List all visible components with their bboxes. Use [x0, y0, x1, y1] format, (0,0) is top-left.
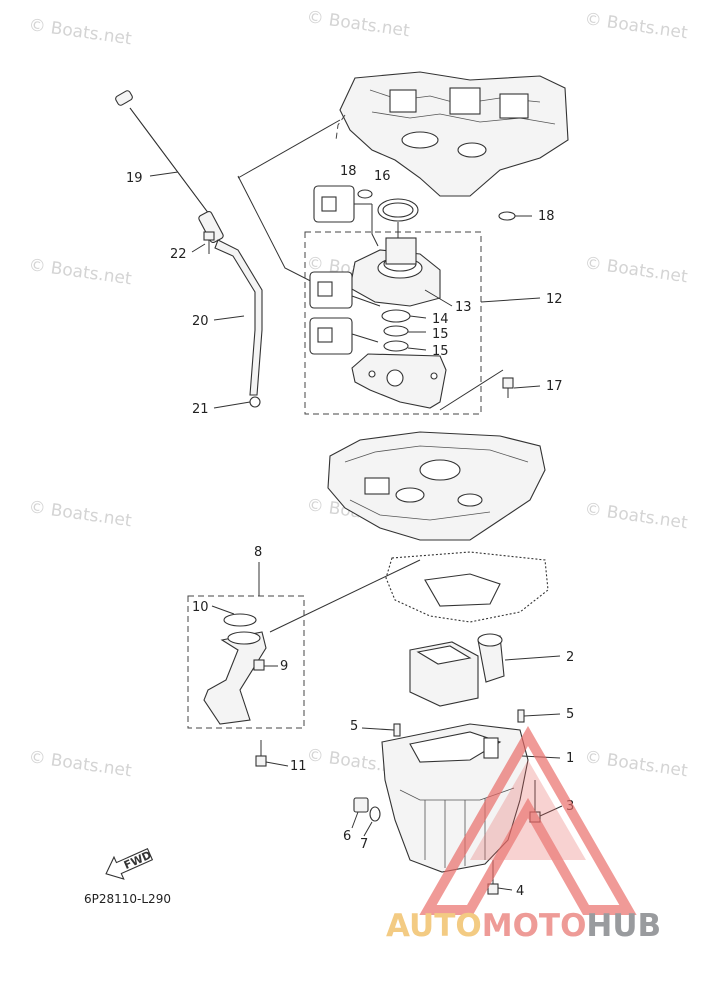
upper-casing — [327, 431, 546, 541]
dipstick-19 — [115, 90, 341, 244]
fwd-label: FWD — [122, 848, 154, 872]
exhaust-guide-13 — [349, 237, 441, 307]
oil-pan-1 — [381, 723, 529, 873]
sealant-indicators — [309, 185, 381, 355]
callout-11: 11 — [290, 759, 307, 774]
watermark: © Boats.net — [27, 255, 133, 289]
callout-21: 21 — [192, 402, 209, 417]
watermark: © Boats.net — [27, 497, 133, 531]
watermark: © Boats.net — [583, 253, 689, 287]
exhaust-cover — [351, 353, 447, 409]
watermark: © Boats.net — [27, 747, 133, 781]
drain-plug-6 — [353, 797, 369, 813]
seal-15 — [383, 325, 409, 352]
watermark: © Boats.net — [583, 9, 689, 43]
bolt-17 — [439, 369, 514, 411]
seal-14 — [381, 309, 411, 323]
callout-13: 13 — [455, 300, 472, 315]
callout-7: 7 — [360, 837, 368, 852]
gasket-16 — [377, 198, 419, 238]
callout-2: 2 — [566, 650, 574, 665]
callout-17: 17 — [546, 379, 563, 394]
callout-20: 20 — [192, 314, 209, 329]
oil-strainer-assembly — [203, 613, 267, 725]
leader-lines — [149, 171, 563, 891]
strainer-2 — [409, 633, 561, 707]
gasket-7 — [369, 806, 381, 822]
watermark: © Boats.net — [583, 747, 689, 781]
callout-4: 4 — [516, 884, 524, 899]
callout-19: 19 — [126, 171, 143, 186]
oil-pan-gasket — [269, 551, 549, 633]
bolt-11 — [255, 740, 267, 767]
callout-10: 10 — [192, 600, 209, 615]
callout-6: 6 — [343, 829, 351, 844]
fwd-arrow-icon: FWD — [105, 848, 154, 880]
assembly-box-8 — [187, 595, 305, 729]
callout-22: 22 — [170, 247, 187, 262]
callout-1: 1 — [566, 751, 574, 766]
callout-12: 12 — [546, 292, 563, 307]
callout-18: 18 — [340, 164, 357, 179]
callout-labels: 19 22 20 21 18 16 18 12 13 14 15 15 17 8… — [126, 164, 574, 899]
automotohub-logo: AUTOMOTOHUB — [386, 725, 661, 944]
callout-8: 8 — [254, 545, 262, 560]
watermark: © Boats.net — [27, 15, 133, 49]
watermark: © Boats.net — [583, 499, 689, 533]
dipstick-guide-20 — [214, 175, 341, 408]
callout-15: 15 — [432, 327, 449, 342]
watermark: © Boats.net — [305, 7, 411, 41]
callout-15: 15 — [432, 344, 449, 359]
bolt-22 — [203, 231, 215, 254]
callout-14: 14 — [432, 312, 449, 327]
callout-5: 5 — [566, 707, 574, 722]
assembly-box-12 — [304, 231, 482, 415]
logo-text: AUTOMOTOHUB — [386, 908, 661, 944]
cylinder-block — [335, 71, 569, 197]
callout-18: 18 — [538, 209, 555, 224]
callout-5: 5 — [350, 719, 358, 734]
diagram-code: 6P28110-L290 — [84, 892, 171, 906]
o-ring-18 — [357, 189, 516, 221]
callout-16: 16 — [374, 169, 391, 184]
callout-9: 9 — [280, 659, 288, 674]
